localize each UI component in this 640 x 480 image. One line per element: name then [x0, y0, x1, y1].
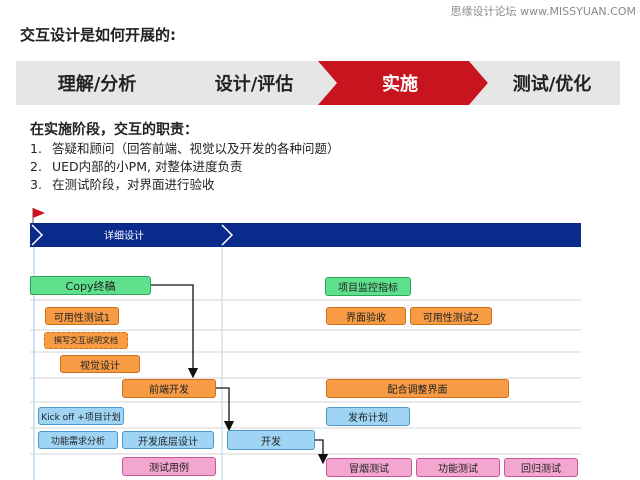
responsibility-text: UED内部的小PM, 对整体进度负责	[52, 159, 243, 174]
responsibility-item: 3. 在测试阶段，对界面进行验收	[30, 174, 215, 193]
task-function-analysis: 功能需求分析	[38, 431, 118, 449]
responsibility-text: 在测试阶段，对界面进行验收	[52, 177, 215, 192]
responsibility-number: 3.	[30, 177, 42, 192]
task-copy-final: Copy终稿	[30, 276, 151, 295]
task-visual-design: 视觉设计	[60, 355, 140, 373]
process-stage-understand-label: 理解/分析	[58, 73, 137, 95]
task-regression-test: 回归测试	[504, 458, 578, 477]
gantt-diagram: 详细设计 Copy终稿 可用性测试1 撰写交互说明文档 视觉设计 前端开发 Ki…	[0, 206, 640, 480]
flag-icon	[33, 208, 45, 218]
watermark-text: 思缘设计论坛 www.MISSYUAN.COM	[450, 5, 636, 18]
page-heading: 交互设计是如何开展的:	[20, 26, 176, 44]
task-frontend-dev: 前端开发	[122, 379, 216, 398]
task-smoke-test: 冒烟测试	[326, 458, 412, 477]
header-chevron-right	[221, 224, 234, 246]
process-stage-design	[167, 61, 337, 105]
process-stage-implement	[318, 61, 488, 105]
task-ui-acceptance: 界面验收	[326, 307, 406, 325]
process-stage-test	[469, 61, 620, 105]
task-usability-test-2: 可用性测试2	[410, 307, 492, 325]
process-chevron-bar: 理解/分析 设计/评估 实施 测试/优化	[16, 61, 620, 105]
responsibility-item: 2. UED内部的小PM, 对整体进度负责	[30, 156, 242, 175]
task-kickoff-plan: Kick off +项目计划	[38, 407, 124, 425]
responsibility-number: 2.	[30, 159, 42, 174]
task-project-monitoring: 项目监控指标	[325, 277, 411, 296]
task-usability-test-1: 可用性测试1	[45, 307, 119, 325]
task-write-interaction-doc: 撰写交互说明文档	[44, 332, 128, 349]
task-release-plan: 发布计划	[326, 407, 410, 426]
dependency-arrow	[216, 387, 235, 432]
dependency-arrow	[151, 284, 199, 379]
gantt-header-label: 详细设计	[104, 231, 144, 242]
process-stage-design-label: 设计/评估	[215, 73, 294, 95]
task-function-test: 功能测试	[416, 458, 500, 477]
responsibility-item: 1. 答疑和顾问（回答前端、视觉以及开发的各种问题）	[30, 138, 340, 157]
responsibilities-title: 在实施阶段，交互的职责：	[30, 122, 198, 138]
process-stage-test-label: 测试/优化	[513, 73, 592, 95]
dependency-arrow	[315, 439, 329, 465]
responsibility-number: 1.	[30, 141, 42, 156]
header-chevron-left	[31, 224, 44, 246]
responsibility-text: 答疑和顾问（回答前端、视觉以及开发的各种问题）	[52, 141, 340, 156]
task-test-cases: 测试用例	[122, 457, 216, 476]
task-adjust-ui: 配合调整界面	[326, 379, 509, 398]
process-stage-understand	[16, 61, 186, 105]
process-stage-implement-label: 实施	[382, 73, 418, 95]
gantt-header-band	[30, 223, 581, 247]
task-development: 开发	[227, 430, 315, 450]
task-dev-base-design: 开发底层设计	[122, 431, 214, 449]
